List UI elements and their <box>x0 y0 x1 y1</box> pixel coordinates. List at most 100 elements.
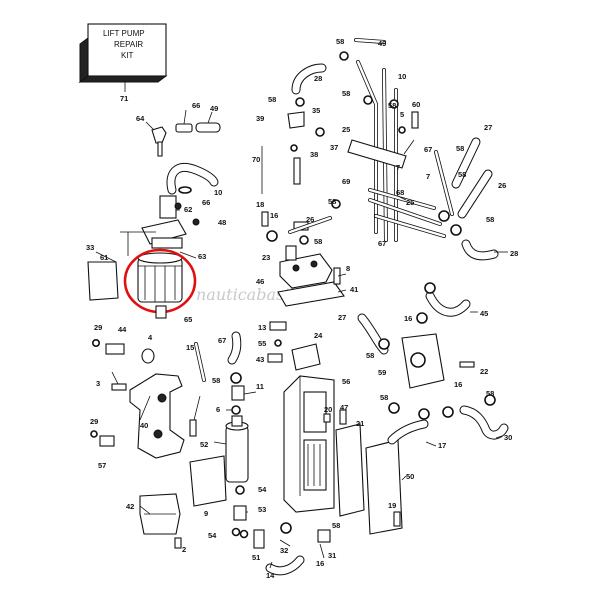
label-10b: 10 <box>398 72 406 81</box>
label-70: 70 <box>252 155 260 164</box>
label-52: 52 <box>200 440 208 449</box>
label-41: 41 <box>350 285 358 294</box>
leader-lines <box>95 109 508 569</box>
label-32: 32 <box>280 546 288 555</box>
label-16: 16 <box>316 559 324 568</box>
label-18: 18 <box>256 200 264 209</box>
label-27b: 27 <box>338 313 346 322</box>
label-9: 9 <box>204 509 208 518</box>
kit-label-line3: KIT <box>121 51 134 60</box>
label-8: 8 <box>346 264 350 273</box>
kit-label-line1: LIFT PUMP <box>103 29 145 38</box>
label-58g: 58 <box>342 89 350 98</box>
fuel-filter-group <box>87 122 221 549</box>
label-22: 22 <box>480 367 488 376</box>
label-29: 29 <box>94 323 102 332</box>
label-3: 3 <box>96 379 100 388</box>
label-58a: 58 <box>212 376 220 385</box>
label-26b: 26 <box>498 181 506 190</box>
label-67: 67 <box>218 336 226 345</box>
fuel-line-manifold <box>331 38 446 242</box>
label-17: 17 <box>438 441 446 450</box>
label-56: 56 <box>342 377 350 386</box>
repair-kit-box: LIFT PUMP REPAIR KIT 71 <box>78 23 168 103</box>
label-26: 26 <box>306 215 314 224</box>
label-16d: 16 <box>454 380 462 389</box>
label-44: 44 <box>118 325 127 334</box>
label-58e: 58 <box>336 37 344 46</box>
label-58-right: 58 <box>380 393 388 402</box>
label-29b: 29 <box>90 417 98 426</box>
label-19: 19 <box>388 501 396 510</box>
label-15: 15 <box>186 343 194 352</box>
label-40: 40 <box>140 421 148 430</box>
label-30: 30 <box>504 433 512 442</box>
label-6: 6 <box>216 405 220 414</box>
label-58f: 58 <box>268 95 276 104</box>
label-25: 25 <box>342 125 350 134</box>
vapor-separator-body <box>283 343 403 535</box>
label-58i: 58 <box>456 144 464 153</box>
label-38: 38 <box>310 150 318 159</box>
label-7b: 7 <box>426 172 430 181</box>
label-58-lower: 58 <box>366 351 374 360</box>
label-60: 60 <box>412 100 420 109</box>
label-67b: 67 <box>378 239 386 248</box>
label-61: 61 <box>100 253 108 262</box>
label-27: 27 <box>484 123 492 132</box>
label-58h: 58 <box>388 101 396 110</box>
label-11: 11 <box>256 382 264 391</box>
label-42: 42 <box>126 502 134 511</box>
label-63: 63 <box>198 252 206 261</box>
part-number-labels: 64 66 49 10 66 62 48 33 61 63 65 29 44 4… <box>86 37 518 580</box>
label-45: 45 <box>480 309 488 318</box>
label-48: 48 <box>218 218 226 227</box>
kit-label-line2: REPAIR <box>114 40 143 49</box>
label-25b: 25 <box>406 198 414 207</box>
label-51: 51 <box>252 553 260 562</box>
label-53: 53 <box>258 505 266 514</box>
label-16b: 16 <box>270 211 278 220</box>
label-67c: 67 <box>424 145 432 154</box>
label-24: 24 <box>314 331 323 340</box>
label-58j: 58 <box>458 170 466 179</box>
label-37: 37 <box>330 143 338 152</box>
label-5: 5 <box>400 110 404 119</box>
label-13: 13 <box>258 323 266 332</box>
label-43: 43 <box>256 355 264 364</box>
label-2: 2 <box>182 545 186 554</box>
label-47: 47 <box>340 403 348 412</box>
label-58k: 58 <box>486 215 494 224</box>
label-54: 54 <box>258 485 267 494</box>
label-14: 14 <box>266 571 275 580</box>
label-49b: 49 <box>378 39 386 48</box>
label-23: 23 <box>262 253 270 262</box>
label-35: 35 <box>312 106 320 115</box>
label-21: 21 <box>356 419 364 428</box>
center-parts-group <box>189 321 331 576</box>
label-16c: 16 <box>404 314 412 323</box>
label-58d: 58 <box>328 197 336 206</box>
label-58c: 58 <box>314 237 322 246</box>
top-fittings-group <box>261 63 327 194</box>
label-59: 59 <box>378 368 386 377</box>
label-33: 33 <box>86 243 94 252</box>
label-49: 49 <box>210 104 218 113</box>
label-31: 31 <box>328 551 336 560</box>
label-10: 10 <box>214 188 222 197</box>
label-28: 28 <box>314 74 322 83</box>
label-65: 65 <box>184 315 192 324</box>
label-39: 39 <box>256 114 264 123</box>
label-69: 69 <box>342 177 350 186</box>
label-64: 64 <box>136 114 145 123</box>
label-66b: 66 <box>202 198 210 207</box>
label-71: 71 <box>120 94 128 103</box>
label-46: 46 <box>256 277 264 286</box>
fuel-pump-group <box>261 211 345 307</box>
label-55: 55 <box>258 339 266 348</box>
label-57: 57 <box>98 461 106 470</box>
label-58-right2: 58 <box>486 389 494 398</box>
label-7: 7 <box>396 163 400 172</box>
label-28b: 28 <box>510 249 518 258</box>
